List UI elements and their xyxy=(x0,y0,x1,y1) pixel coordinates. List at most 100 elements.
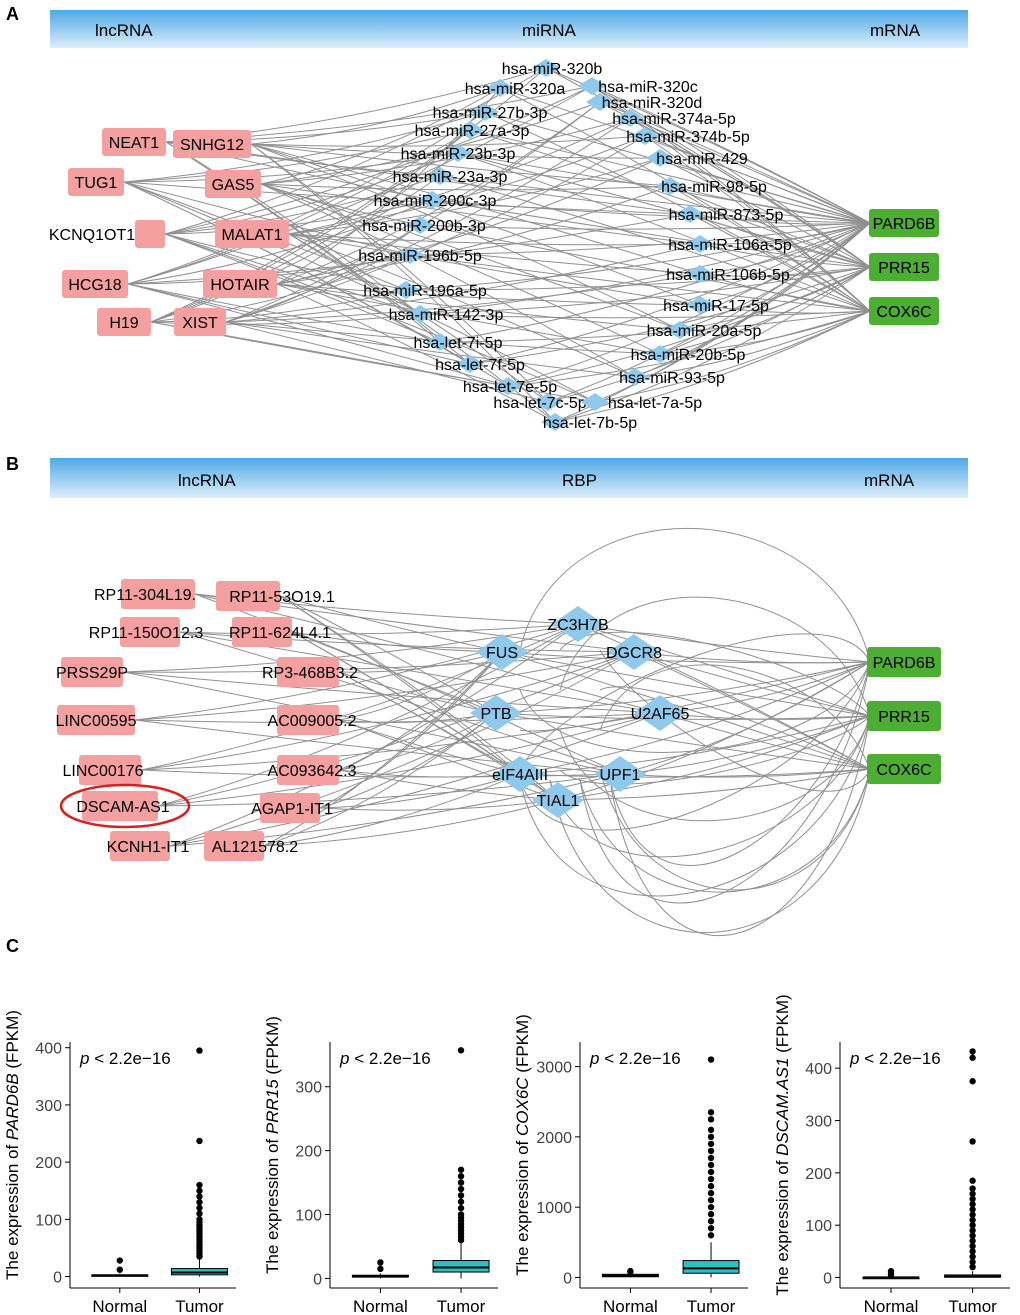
panel-b-header-right: mRNA xyxy=(864,471,915,490)
mirna-node-hsa-let-7b-5p: hsa-let-7b-5p xyxy=(541,413,637,432)
edge-lncrna-rbp xyxy=(194,593,661,714)
mrna-node-a-pard6b-label: PARD6B xyxy=(873,216,936,233)
mrna-node-a-cox6c-label: COX6C xyxy=(876,304,931,321)
outlier-point xyxy=(707,1189,715,1197)
edge-mirna-mrna xyxy=(629,117,871,312)
edge-mirna-mrna xyxy=(679,222,871,331)
outlier-point xyxy=(377,1265,384,1273)
mirna-node-hsa-mir-200b-3p-shape xyxy=(406,216,434,234)
mirna-node-hsa-let-7i-5p: hsa-let-7i-5p xyxy=(414,333,503,352)
lncrna-node-b-linc00595-label: LINC00595 xyxy=(56,713,137,730)
mirna-node-hsa-let-7e-5p-label: hsa-let-7e-5p xyxy=(463,379,557,396)
mirna-node-hsa-mir-106a-5p: hsa-miR-106a-5p xyxy=(668,235,792,254)
mirna-node-hsa-mir-20b-5p: hsa-miR-20b-5p xyxy=(631,345,745,364)
rbp-node-upf1: UPF1 xyxy=(594,756,646,792)
edge-rbp-mrna xyxy=(619,768,871,778)
edge-mirna-mrna xyxy=(659,310,871,355)
mirna-node-hsa-mir-196b-5p-label: hsa-miR-196b-5p xyxy=(358,248,482,265)
outlier-point xyxy=(969,1232,976,1239)
edge-mirna-mrna xyxy=(699,222,871,306)
edge-lncrna-rbp xyxy=(157,712,661,807)
rbp-node-zc3h7b: ZC3H7B xyxy=(547,606,609,642)
edge-rbp-mrna xyxy=(557,715,871,801)
outlier-point xyxy=(969,1221,976,1229)
edge-lncrna-mirna xyxy=(150,152,459,323)
lncrna-node-snhg12-label: SNHG12 xyxy=(180,137,244,154)
mirna-node-hsa-mir-320a-shape xyxy=(486,79,514,97)
edge-rbp-mrna xyxy=(557,661,871,801)
edge-lncrna-rbp xyxy=(140,712,661,771)
rbp-node-dgcr8-label: DGCR8 xyxy=(606,645,662,662)
mirna-node-hsa-mir-374a-5p-label: hsa-miR-374a-5p xyxy=(612,111,736,128)
y-tick-label: 200 xyxy=(35,1155,62,1172)
lncrna-node-b-kcnh1-it1-shape xyxy=(110,831,170,861)
x-tick-label-normal: Normal xyxy=(92,1297,147,1315)
edge-mirna-mrna xyxy=(419,266,871,315)
lncrna-node-hcg18: HCG18 xyxy=(62,270,128,298)
mirna-node-hsa-mir-106a-5p-shape xyxy=(686,235,714,253)
mirna-node-hsa-mir-320c-shape xyxy=(578,77,606,95)
edge-lncrna-rbp xyxy=(122,671,661,714)
rbp-node-zc3h7b-shape xyxy=(552,606,604,642)
lncrna-node-b-agap1-it1: AGAP1-IT1 xyxy=(251,793,333,823)
lncrna-node-h19-label: H19 xyxy=(109,315,138,332)
edge-lncrna-mirna xyxy=(123,181,691,215)
edge-rbp-mrna-arc xyxy=(519,527,871,663)
edge-rbp-mrna xyxy=(659,712,871,770)
lncrna-node-neat1-shape xyxy=(102,128,166,156)
lncrna-node-tug1-label: TUG1 xyxy=(75,175,118,192)
edge-lncrna-rbp xyxy=(122,651,635,673)
mirna-node-hsa-mir-200c-3p-label: hsa-miR-200c-3p xyxy=(374,193,497,210)
edge-lncrna-rbp xyxy=(263,773,521,847)
rbp-node-ptb: PTB xyxy=(470,695,522,731)
edge-lncrna-rbp xyxy=(263,799,559,847)
lncrna-node-hotair-shape xyxy=(203,270,277,298)
edge-lncrna-mirna xyxy=(127,283,441,343)
edge-rbp-mrna-arc xyxy=(519,633,871,771)
edge-rbp-mrna-arc xyxy=(519,661,871,753)
rbp-node-dgcr8-shape xyxy=(608,634,660,670)
edge-rbp-mrna xyxy=(577,623,871,770)
lncrna-node-b-linc00176: LINC00176 xyxy=(63,755,144,785)
outlier-point xyxy=(116,1266,124,1273)
mirna-node-hsa-mir-374a-5p: hsa-miR-374a-5p xyxy=(612,109,736,128)
lncrna-node-b-rp3-468b3-2-label: RP3-468B3.2 xyxy=(262,665,358,682)
edge-mirna-mrna xyxy=(689,213,871,225)
edge-lncrna-mirna xyxy=(250,143,671,187)
y-tick-label: 400 xyxy=(35,1041,62,1058)
panel-c-letter: C xyxy=(6,936,19,956)
mirna-node-hsa-mir-320b: hsa-miR-320b xyxy=(502,59,602,78)
lncrna-node-hcg18-label: HCG18 xyxy=(68,277,121,294)
outlier-point xyxy=(707,1140,715,1148)
edge-lncrna-mirna xyxy=(276,283,556,423)
x-tick-label-normal: Normal xyxy=(353,1297,408,1315)
y-tick-label: 300 xyxy=(805,1114,832,1131)
x-tick-label-tumor: Tumor xyxy=(948,1297,997,1315)
outlier-point xyxy=(707,1225,715,1232)
edge-lncrna-rbp xyxy=(122,623,579,673)
edge-mirna-mrna xyxy=(507,310,871,387)
y-tick-label: 0 xyxy=(823,1271,832,1288)
lncrna-node-hcg18-shape xyxy=(62,270,128,298)
outlier-point xyxy=(969,1078,976,1085)
edge-lncrna-mirna xyxy=(288,135,646,235)
outlier-point xyxy=(969,1054,976,1061)
rbp-node-dgcr8: DGCR8 xyxy=(606,634,662,670)
mirna-node-hsa-mir-429: hsa-miR-429 xyxy=(646,149,748,168)
mirna-node-hsa-let-7i-5p-shape xyxy=(426,333,454,351)
outlier-point xyxy=(707,1203,715,1211)
outlier-point xyxy=(969,1242,976,1250)
outlier-point xyxy=(457,1047,465,1054)
edge-lncrna-mirna xyxy=(123,181,411,256)
mirna-node-hsa-mir-200c-3p: hsa-miR-200c-3p xyxy=(374,191,497,210)
lncrna-node-malat1: MALAT1 xyxy=(215,220,289,248)
lncrna-node-b-prss29p-shape xyxy=(61,657,123,687)
edge-lncrna-rbp xyxy=(134,651,635,721)
mirna-node-hsa-mir-23a-3p: hsa-miR-23a-3p xyxy=(393,167,507,186)
mirna-node-hsa-mir-320c: hsa-miR-320c xyxy=(578,77,698,96)
edge-lncrna-mirna xyxy=(288,233,701,275)
x-tick-label-tumor: Tumor xyxy=(437,1297,486,1315)
